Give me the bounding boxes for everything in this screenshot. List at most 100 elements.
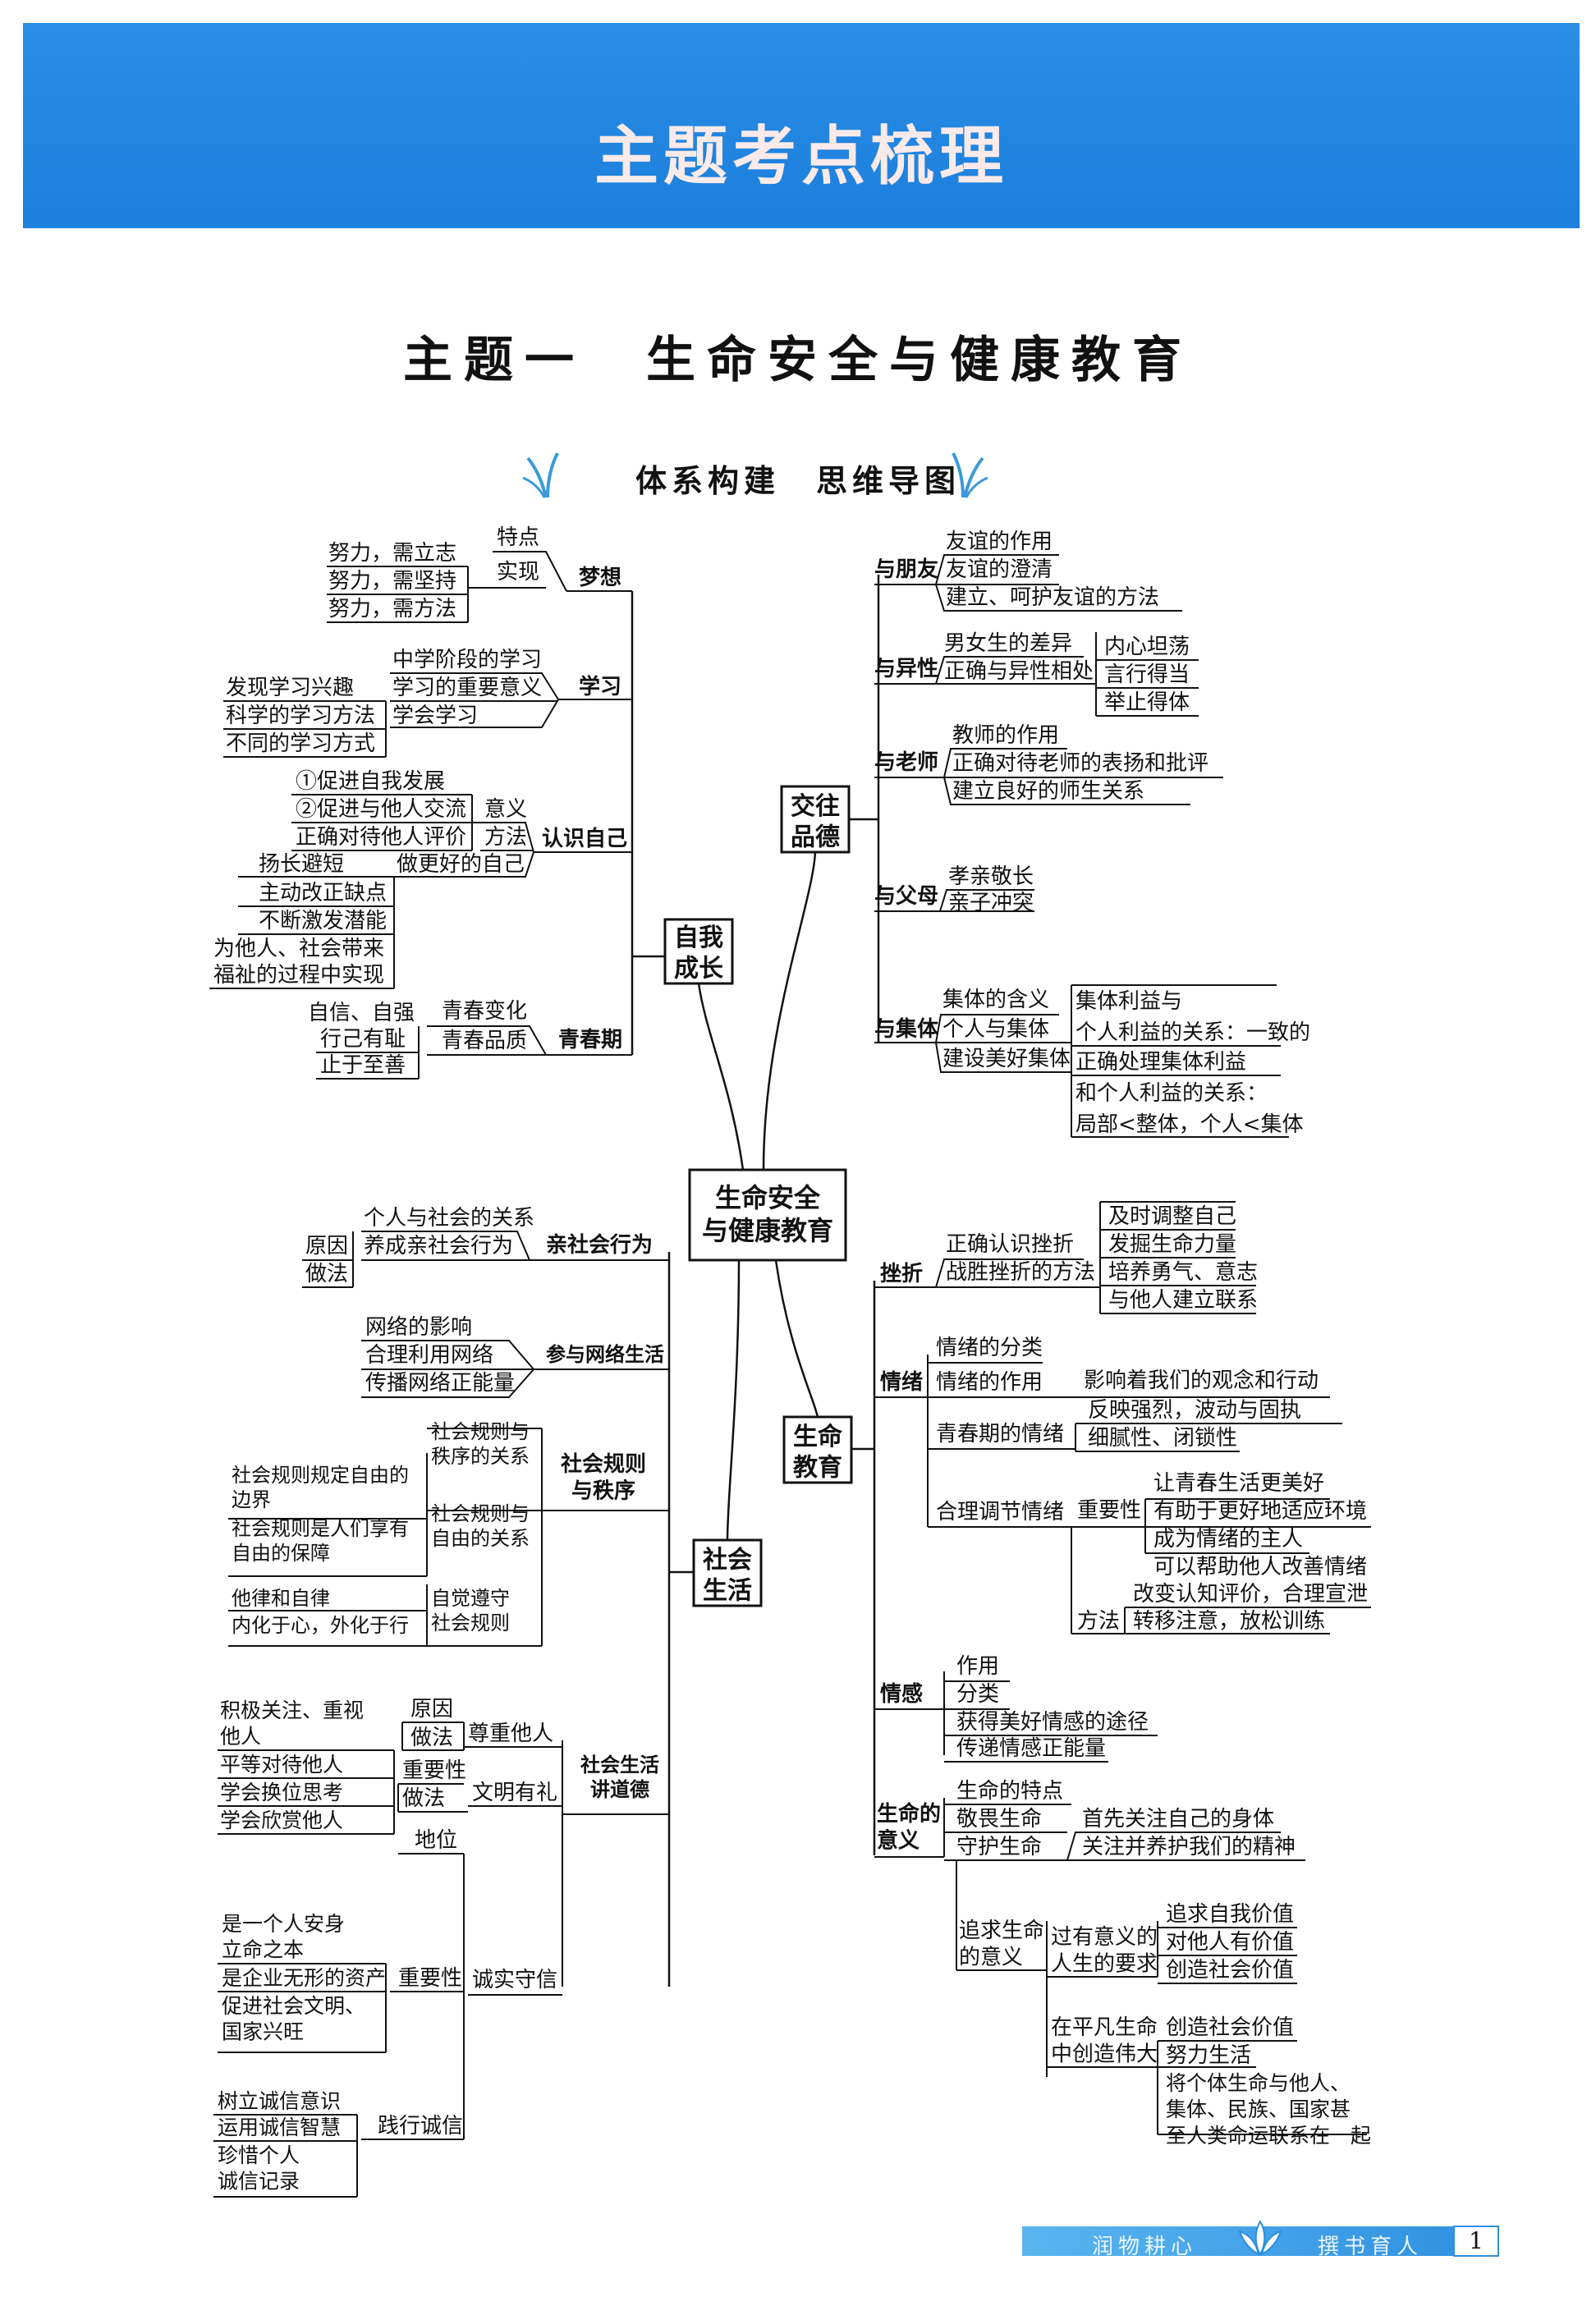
map-label-108: 战胜挫折的方法 bbox=[946, 1260, 1095, 1285]
map-label-18: ②促进与他人交流 bbox=[296, 797, 466, 822]
map-label-83: 原因 bbox=[410, 1697, 453, 1721]
map-label-76: 社会规则是人们享有 bbox=[232, 1517, 409, 1540]
map-label-131: 分类 bbox=[956, 1682, 999, 1707]
map-label-12: 不同的学习方式 bbox=[226, 731, 375, 756]
map-label-91: 重要性 bbox=[402, 1758, 466, 1783]
connector-curve bbox=[943, 748, 1223, 805]
map-label-127: 改变认知评价，合理宣泄 bbox=[1133, 1582, 1368, 1607]
map-label-87: 平等对待他人 bbox=[220, 1753, 343, 1776]
map-label-134: 生命的 bbox=[877, 1801, 941, 1827]
map-label-25: 青春期 bbox=[558, 1028, 622, 1052]
map-label-34: 建立、呵护友谊的方法 bbox=[946, 585, 1159, 610]
map-label-3: 努力，需立志 bbox=[328, 541, 456, 566]
map-label-28: 自信、自强 bbox=[308, 1001, 415, 1025]
center-node-label: 生命安全 bbox=[715, 1182, 821, 1213]
map-label-102: 树立诚信意识 bbox=[218, 2089, 341, 2113]
connector-curve bbox=[774, 1259, 819, 1418]
map-label-93: 诚实守信 bbox=[472, 1968, 557, 1992]
connector-curve bbox=[935, 1258, 1100, 1288]
map-label-75: 边界 bbox=[232, 1488, 271, 1511]
map-label-0: 梦想 bbox=[579, 566, 621, 590]
branch-self-growth bbox=[663, 918, 734, 985]
map-label-29: 行己有耻 bbox=[320, 1027, 406, 1052]
map-label-55: 和个人利益的关系： bbox=[1075, 1081, 1268, 1106]
map-label-146: 对他人有价值 bbox=[1166, 1930, 1294, 1955]
map-label-60: 原因 bbox=[305, 1234, 348, 1258]
connector-curve bbox=[935, 554, 1182, 612]
map-label-11: 科学的学习方法 bbox=[226, 704, 375, 728]
map-label-48: 与集体 bbox=[874, 1016, 939, 1042]
map-label-72: 自觉遵守 bbox=[431, 1587, 510, 1610]
map-label-49: 集体的含义 bbox=[942, 988, 1049, 1012]
map-label-59: 养成亲社会行为 bbox=[364, 1234, 513, 1258]
map-label-20: 扬长避短 bbox=[259, 852, 344, 877]
map-label-9: 学会学习 bbox=[392, 704, 478, 728]
map-label-4: 努力，需坚持 bbox=[328, 569, 456, 594]
center-node bbox=[688, 1168, 847, 1262]
branch-life-education-label: 教育 bbox=[793, 1454, 842, 1483]
map-label-107: 正确认识挫折 bbox=[946, 1232, 1074, 1257]
map-label-98: 立命之本 bbox=[222, 1937, 304, 1961]
map-label-45: 与父母 bbox=[874, 884, 938, 909]
map-label-152: 将个体生命与他人、 bbox=[1166, 2071, 1351, 2095]
map-label-126: 方法 bbox=[1077, 1609, 1120, 1634]
map-label-71: 自由的关系 bbox=[431, 1527, 530, 1550]
map-label-16: 做更好的自己 bbox=[397, 852, 525, 877]
map-label-65: 传播网络正能量 bbox=[365, 1371, 515, 1396]
footer-motto-right: 撰书育人 bbox=[1318, 2235, 1424, 2259]
map-label-133: 传递情感正能量 bbox=[956, 1736, 1106, 1761]
branch-life-education-label: 生命 bbox=[793, 1423, 843, 1451]
map-label-35: 与异性 bbox=[874, 657, 938, 681]
map-label-104: 珍惜个人 bbox=[218, 2143, 300, 2167]
connector-curve bbox=[935, 1014, 1071, 1073]
map-label-122: 让青春生活更美好 bbox=[1153, 1471, 1324, 1496]
connector-curve bbox=[939, 889, 1034, 912]
map-label-86: 他人 bbox=[220, 1724, 261, 1748]
map-label-36: 男女生的差异 bbox=[944, 631, 1072, 656]
map-label-132: 获得美好情感的途径 bbox=[956, 1710, 1149, 1735]
map-label-30: 止于至善 bbox=[320, 1053, 406, 1078]
branch-self-growth-label: 自我 bbox=[674, 924, 723, 952]
map-label-44: 建立良好的师生关系 bbox=[952, 779, 1144, 804]
branch-self-growth-label: 成长 bbox=[674, 955, 723, 983]
map-label-151: 努力生活 bbox=[1166, 2043, 1251, 2068]
map-label-58: 个人与社会的关系 bbox=[364, 1206, 534, 1231]
map-label-116: 影响着我们的观念和行动 bbox=[1084, 1368, 1319, 1393]
map-label-147: 创造社会价值 bbox=[1166, 1958, 1294, 1983]
map-label-2: 实现 bbox=[497, 560, 539, 585]
map-label-154: 至人类命运联系在一起 bbox=[1166, 2124, 1371, 2148]
map-label-64: 合理利用网络 bbox=[365, 1343, 493, 1368]
grass-icon-left bbox=[522, 452, 559, 498]
map-label-73: 社会规则 bbox=[431, 1611, 510, 1634]
map-label-103: 运用诚信智慧 bbox=[218, 2116, 341, 2139]
map-label-144: 人生的要求 bbox=[1051, 1952, 1158, 1977]
map-label-135: 意义 bbox=[877, 1828, 920, 1854]
map-label-66: 社会规则 bbox=[561, 1451, 646, 1477]
map-label-149: 中创造伟大 bbox=[1051, 2042, 1158, 2067]
map-label-26: 青春变化 bbox=[442, 999, 527, 1024]
map-label-120: 合理调节情绪 bbox=[936, 1500, 1064, 1524]
map-label-62: 参与网络生活 bbox=[546, 1342, 664, 1366]
map-label-53: 个人利益的关系：一致的 bbox=[1075, 1020, 1310, 1045]
map-label-61: 做法 bbox=[305, 1262, 348, 1286]
map-label-85: 积极关注、重视 bbox=[220, 1699, 364, 1722]
map-label-21: 主动改正缺点 bbox=[259, 881, 387, 905]
map-label-80: 社会生活 bbox=[580, 1753, 659, 1776]
map-label-15: 方法 bbox=[484, 825, 527, 850]
map-label-27: 青春品质 bbox=[442, 1029, 527, 1053]
map-label-101: 国家兴旺 bbox=[222, 2019, 304, 2043]
map-label-38: 内心坦荡 bbox=[1104, 635, 1190, 659]
connector-curve bbox=[361, 1340, 535, 1398]
map-label-153: 集体、民族、国家甚 bbox=[1166, 2097, 1351, 2121]
map-label-56: 局部<整体，个人<集体 bbox=[1075, 1112, 1304, 1137]
map-label-41: 与老师 bbox=[874, 750, 938, 775]
map-label-109: 及时调整自己 bbox=[1108, 1204, 1236, 1229]
footer-motto-left: 润物耕心 bbox=[1092, 2235, 1198, 2259]
connector-curve bbox=[361, 1231, 530, 1261]
map-label-94: 地位 bbox=[415, 1828, 457, 1853]
map-label-112: 与他人建立联系 bbox=[1108, 1288, 1258, 1313]
lotus-icon bbox=[1238, 2220, 1282, 2256]
map-label-118: 反映强烈，波动与固执 bbox=[1088, 1398, 1301, 1423]
branch-communication-label: 品德 bbox=[791, 823, 840, 852]
map-label-68: 社会规则与 bbox=[431, 1420, 530, 1443]
